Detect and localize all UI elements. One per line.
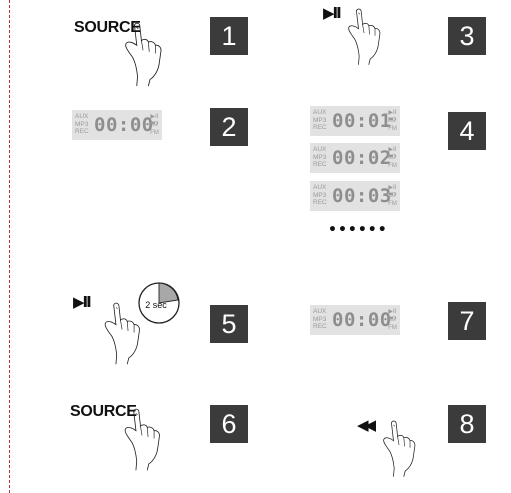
aux-label: AUX [313, 146, 327, 153]
step-number-box: 2 [210, 108, 248, 146]
lcd-display: AUX MP3 REC 00:02 ▶II FM [310, 143, 400, 173]
play-pause-icon: ▶II [323, 4, 342, 22]
lcd-time: 00:02 [332, 147, 392, 169]
aux-label: AUX [313, 308, 327, 315]
pointing-hand-icon [124, 408, 160, 471]
continuation-dots: •••••• [328, 222, 388, 238]
step-number-box: 8 [448, 405, 486, 443]
timer-label: 2 sec [145, 300, 167, 310]
battery-icon [387, 315, 397, 321]
battery-icon [387, 153, 397, 159]
lcd-time: 00:03 [332, 185, 392, 207]
step-number-box: 4 [448, 112, 486, 150]
fm-label: FM [388, 126, 397, 132]
battery-icon [387, 116, 397, 122]
pointing-hand-icon [125, 22, 162, 87]
fm-label: FM [388, 163, 397, 169]
battery-icon [387, 191, 397, 197]
rec-label: REC [313, 323, 327, 330]
step-number-box: 7 [448, 302, 486, 340]
play-pause-icon: ▶II [388, 184, 397, 191]
lcd-status-icons: ▶II FM [149, 113, 159, 137]
play-pause-icon: ▶II [73, 293, 92, 311]
aux-label: AUX [313, 184, 327, 191]
lcd-display: AUX MP3 REC 00:01 ▶II FM [310, 106, 400, 136]
step-number-box: 1 [210, 17, 248, 55]
pointing-hand-icon [383, 420, 416, 477]
step-number-box: 3 [448, 17, 486, 55]
battery-icon [149, 120, 159, 126]
mp3-label: MP3 [75, 120, 89, 128]
mp3-label: MP3 [313, 191, 327, 199]
lcd-time: 00:00 [94, 114, 154, 136]
timer-icon: 2 sec [138, 282, 180, 324]
source-label: SOURCE [74, 19, 141, 36]
rec-label: REC [313, 124, 327, 131]
lcd-source-labels: AUX MP3 REC [75, 113, 89, 136]
mp3-label: MP3 [313, 153, 327, 161]
lcd-time: 00:01 [332, 110, 392, 132]
play-pause-icon: ▶II [150, 113, 159, 120]
step-number-box: 5 [210, 305, 248, 343]
play-pause-icon: ▶II [388, 109, 397, 116]
lcd-display: AUX MP3 REC 00:03 ▶II FM [310, 181, 400, 211]
fm-label: FM [150, 130, 159, 136]
mp3-label: MP3 [313, 116, 327, 124]
step-number-box: 6 [210, 405, 248, 443]
rec-label: REC [313, 199, 327, 206]
aux-label: AUX [75, 113, 89, 120]
play-pause-icon: ▶II [388, 308, 397, 315]
mp3-label: MP3 [313, 315, 327, 323]
rewind-icon: ◀◀ [357, 416, 376, 434]
aux-label: AUX [313, 109, 327, 116]
lcd-time: 00:00 [332, 309, 392, 331]
play-pause-icon: ▶II [388, 146, 397, 153]
pointing-hand-icon [348, 8, 381, 65]
fm-label: FM [388, 325, 397, 331]
rec-label: REC [75, 128, 89, 135]
dashed-margin-line [9, 0, 10, 493]
rec-label: REC [313, 161, 327, 168]
source-label: SOURCE [70, 403, 137, 420]
fm-label: FM [388, 201, 397, 207]
lcd-display: AUX MP3 REC 00:00 ▶II FM [72, 110, 162, 140]
lcd-display: AUX MP3 REC 00:00 ▶II FM [310, 305, 400, 335]
